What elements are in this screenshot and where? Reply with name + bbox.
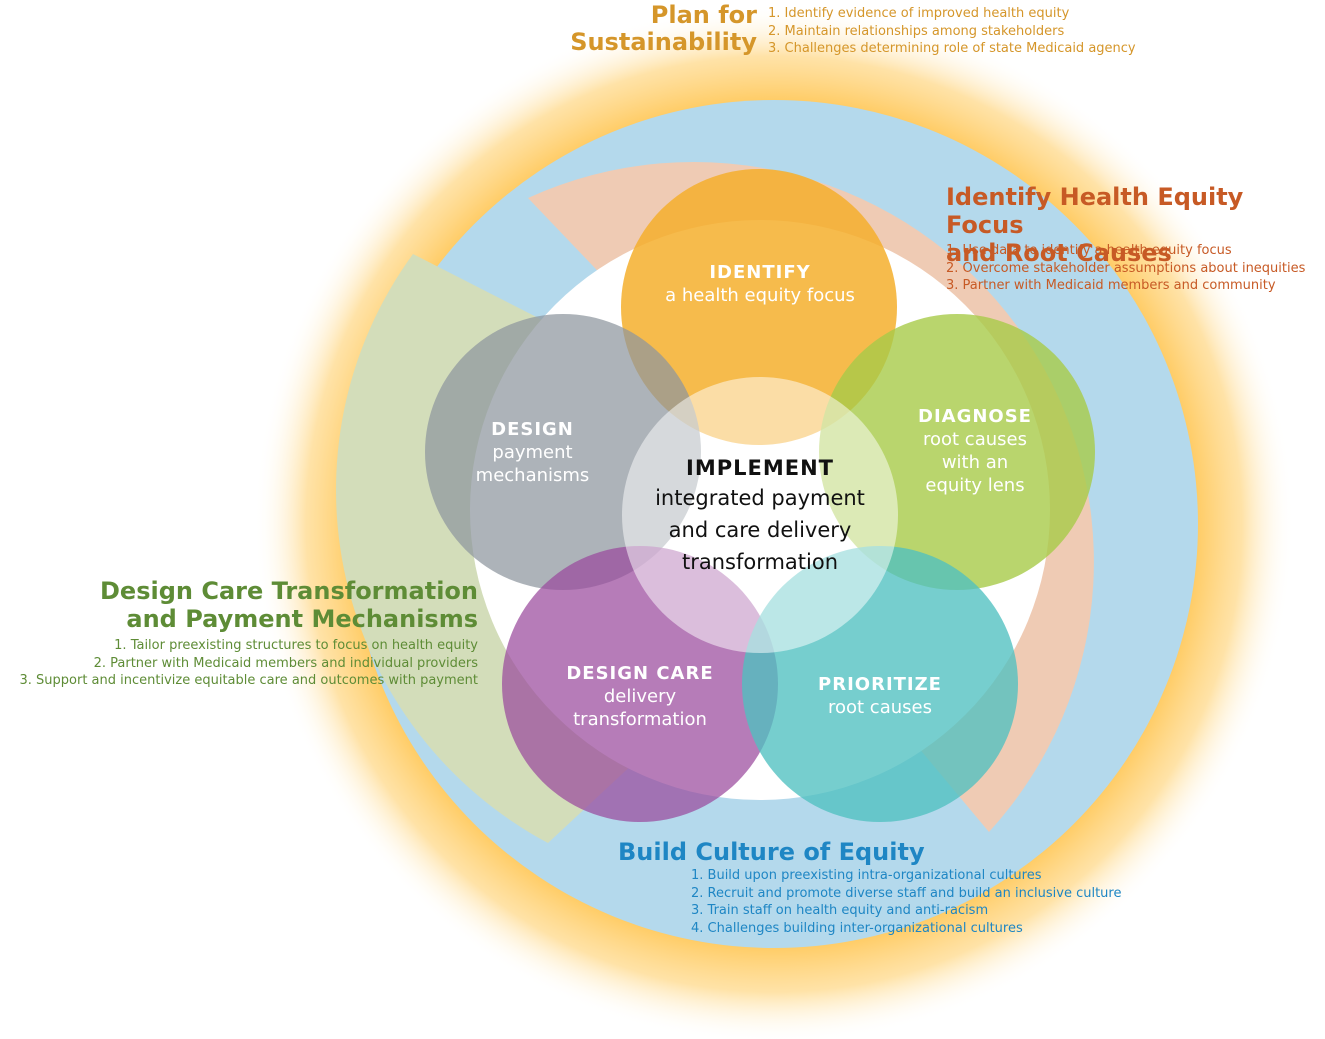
list-item: 2. Overcome stakeholder assumptions abou… [946, 260, 1306, 276]
implement-circle-title: IMPLEMENT [686, 456, 834, 480]
list-item: 1. Use data to identify a health equity … [946, 243, 1232, 258]
diagnose-circle-label: DIAGNOSE root causes with an equity lens [870, 406, 1080, 497]
sustainability-list: 1. Identify evidence of improved health … [768, 5, 1136, 58]
identify-circle-subtitle: a health equity focus [665, 285, 855, 306]
design-circle-label: DESIGN payment mechanisms [440, 419, 625, 487]
design-care-title: Design Care Transformation and Payment M… [100, 577, 478, 633]
identify-circle-title: IDENTIFY [709, 262, 811, 283]
list-item: 3. Train staff on health equity and anti… [691, 903, 989, 918]
list-item: 3. Support and incentivize equitable car… [19, 673, 479, 688]
identify-circle [621, 169, 897, 445]
identify-focus-list: 1. Use data to identify a health equity … [946, 242, 1305, 295]
design-care-list: 1. Tailor preexisting structures to focu… [20, 637, 479, 690]
design-care-circle-subtitle: delivery transformation [573, 686, 707, 730]
identify-focus-title: Identify Health Equity Focus and Root Ca… [946, 183, 1244, 267]
design-circle-subtitle: payment mechanisms [475, 442, 590, 486]
prioritize-circle-label: PRIORITIZE root causes [760, 674, 1000, 719]
list-item: 2. Partner with Medicaid members and ind… [93, 655, 478, 671]
diagnose-circle-title: DIAGNOSE [918, 406, 1032, 427]
design-circle-title: DESIGN [491, 419, 574, 440]
list-item: 1. Tailor preexisting structures to focu… [114, 638, 478, 653]
list-item: 1. Identify evidence of improved health … [768, 6, 1070, 21]
implement-circle [622, 377, 898, 653]
implement-circle-label: IMPLEMENT integrated payment and care de… [610, 454, 910, 578]
implement-circle-subtitle: integrated payment and care delivery tra… [655, 486, 865, 574]
culture-title: Build Culture of Equity [618, 838, 925, 866]
prioritize-circle-title: PRIORITIZE [818, 674, 942, 695]
design-band [336, 254, 680, 843]
list-item: 2. Recruit and promote diverse staff and… [691, 885, 1122, 901]
prioritize-circle-subtitle: root causes [828, 697, 932, 718]
design-care-circle-title: DESIGN CARE [566, 663, 714, 684]
list-item: 4. Challenges building inter-organizatio… [691, 920, 1023, 936]
diagnose-circle-subtitle: root causes with an equity lens [923, 429, 1027, 496]
list-item: 3. Partner with Medicaid members and com… [946, 278, 1276, 293]
culture-list: 1. Build upon preexisting intra-organiza… [691, 867, 1121, 937]
sustainability-title: Plan for Sustainability [570, 1, 757, 56]
list-item: 2. Maintain relationships among stakehol… [768, 23, 1065, 39]
identify-circle-label: IDENTIFY a health equity focus [620, 262, 900, 307]
list-item: 3. Challenges determining role of state … [768, 41, 1136, 56]
design-care-circle-label: DESIGN CARE delivery transformation [520, 663, 760, 731]
list-item: 1. Build upon preexisting intra-organiza… [691, 868, 1042, 883]
